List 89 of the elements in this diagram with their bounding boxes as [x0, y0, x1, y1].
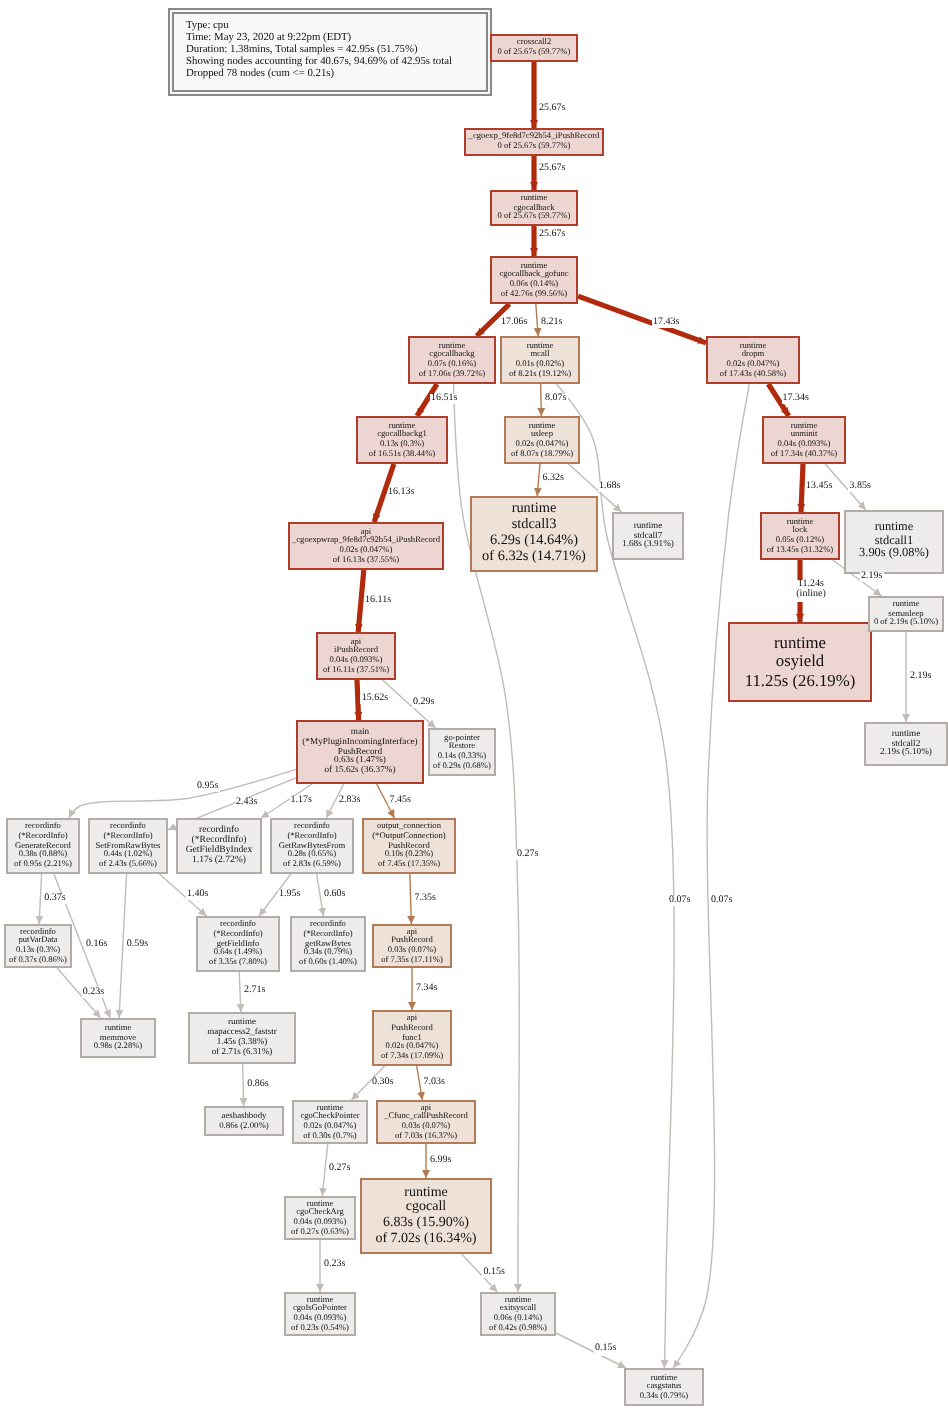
function-box [490, 34, 578, 62]
call-arrow [258, 873, 292, 917]
function-box [176, 818, 262, 874]
function-box [270, 818, 354, 874]
call-arrow [319, 1143, 329, 1197]
call-arrow [354, 679, 363, 721]
call-arrow [902, 631, 910, 723]
call-arrow [354, 569, 367, 633]
function-box [284, 1292, 356, 1336]
call-arrow [35, 873, 44, 925]
call-arrow [408, 967, 416, 1011]
call-arrow [56, 967, 102, 1019]
node-text: runtime [773, 634, 827, 653]
function-box [464, 128, 604, 156]
call-arrow [115, 873, 128, 1019]
call-arrow [350, 1065, 386, 1101]
call-arrow [537, 383, 546, 417]
call-arrow [530, 226, 538, 256]
call-arrow [316, 1239, 324, 1293]
call-arrow [381, 679, 437, 729]
function-box [612, 512, 684, 560]
call-arrow [474, 302, 512, 338]
call-arrow [371, 463, 397, 523]
function-box [408, 336, 496, 384]
function-box [356, 416, 448, 464]
info-box [168, 8, 492, 96]
function-box [762, 416, 846, 464]
call-arrow [239, 1063, 248, 1107]
call-arrow [766, 382, 791, 418]
function-box [288, 522, 444, 570]
call-arrow [68, 768, 297, 819]
function-box [188, 1012, 296, 1064]
call-arrow [824, 463, 867, 511]
call-arrow [376, 783, 396, 819]
function-box [6, 818, 80, 874]
call-arrow [260, 783, 313, 819]
function-box [470, 496, 598, 572]
function-box [362, 818, 456, 874]
call-arrow [236, 971, 245, 1013]
function-box [500, 336, 580, 384]
call-arrow [567, 463, 623, 513]
function-box [88, 818, 168, 874]
function-box [80, 1018, 156, 1058]
call-arrow [158, 873, 208, 917]
function-box [284, 1196, 356, 1240]
function-box [480, 1292, 556, 1336]
call-arrow [452, 383, 522, 1293]
node-text: osyield [775, 652, 825, 672]
function-box [372, 1010, 452, 1066]
call-arrow [407, 873, 416, 925]
function-box [372, 924, 452, 968]
call-arrow [672, 383, 750, 1369]
call-arrow [460, 1253, 499, 1293]
call-arrow [797, 463, 806, 513]
function-box [504, 416, 580, 464]
function-box [760, 512, 840, 560]
function-box [196, 916, 280, 972]
call-arrow [53, 873, 111, 1019]
function-box [296, 720, 424, 784]
function-box [428, 728, 496, 776]
function-box [864, 722, 948, 766]
call-arrow [530, 62, 538, 128]
call-arrow [325, 783, 345, 819]
function-box [376, 1100, 476, 1144]
function-box [292, 1100, 368, 1144]
function-box [490, 190, 578, 226]
call-arrow [533, 303, 542, 337]
call-arrow [555, 383, 675, 1369]
function-box [844, 510, 944, 574]
call-arrow [414, 382, 440, 418]
call-arrow [315, 873, 327, 917]
function-box [706, 336, 800, 384]
function-box [204, 1106, 284, 1136]
function-box [290, 916, 366, 972]
function-box [360, 1178, 492, 1254]
function-box [728, 622, 872, 702]
call-arrow [415, 1065, 425, 1101]
call-arrow [555, 1332, 627, 1369]
call-arrow [577, 293, 707, 346]
call-arrow [533, 463, 542, 497]
function-box [624, 1368, 704, 1406]
function-box [490, 256, 578, 304]
function-box [4, 924, 72, 968]
node-text: 11.25s (26.19%) [744, 671, 856, 690]
call-arrow [530, 156, 538, 190]
call-arrow [831, 559, 883, 597]
call-arrow [422, 1143, 430, 1179]
function-box [316, 632, 396, 680]
function-box [868, 596, 944, 632]
